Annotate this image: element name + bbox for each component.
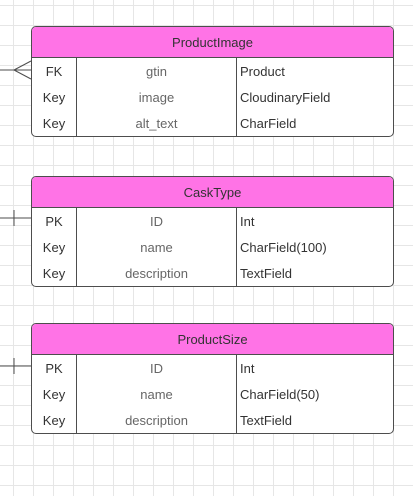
- entity-casktype[interactable]: CaskType PK Key Key ID name description …: [31, 176, 394, 287]
- key-cell: PK: [45, 360, 63, 376]
- crows-foot-connector: [0, 60, 32, 80]
- field-type-cell: Int: [240, 213, 255, 229]
- entity-title: CaskType: [32, 177, 393, 208]
- key-cell: Key: [42, 412, 66, 428]
- field-type-column: Int CharField(50) TextField: [237, 355, 393, 433]
- field-name-cell: description: [125, 265, 188, 281]
- key-column: FK Key Key: [32, 58, 77, 136]
- field-type-cell: CharField: [240, 115, 297, 131]
- field-type-cell: TextField: [240, 412, 293, 428]
- field-type-cell: Int: [240, 360, 255, 376]
- field-name-cell: name: [140, 239, 173, 255]
- entity-productsize[interactable]: ProductSize PK Key Key ID name descripti…: [31, 323, 394, 434]
- field-name-cell: name: [140, 386, 173, 402]
- field-name-cell: ID: [150, 360, 163, 376]
- entity-body: PK Key Key ID name description Int CharF…: [32, 355, 393, 433]
- key-cell: FK: [45, 63, 63, 79]
- key-cell: Key: [42, 115, 66, 131]
- key-cell: Key: [42, 386, 66, 402]
- entity-title: ProductImage: [32, 27, 393, 58]
- field-type-cell: CloudinaryField: [240, 89, 331, 105]
- field-name-cell: description: [125, 412, 188, 428]
- field-name-column: ID name description: [77, 208, 237, 286]
- one-connector-productsize: [0, 358, 31, 374]
- field-type-cell: Product: [240, 63, 285, 79]
- field-name-cell: alt_text: [135, 115, 178, 131]
- field-type-cell: CharField(50): [240, 386, 320, 402]
- field-name-cell: gtin: [146, 63, 167, 79]
- entity-body: FK Key Key gtin image alt_text Product C…: [32, 58, 393, 136]
- key-cell: PK: [45, 213, 63, 229]
- key-cell: Key: [42, 239, 66, 255]
- field-name-cell: image: [138, 89, 175, 105]
- field-name-column: gtin image alt_text: [77, 58, 237, 136]
- field-type-cell: TextField: [240, 265, 293, 281]
- field-type-column: Int CharField(100) TextField: [237, 208, 393, 286]
- key-column: PK Key Key: [32, 355, 77, 433]
- entity-title: ProductSize: [32, 324, 393, 355]
- entity-productimage[interactable]: ProductImage FK Key Key gtin image alt_t…: [31, 26, 394, 137]
- entity-body: PK Key Key ID name description Int CharF…: [32, 208, 393, 286]
- one-connector-casktype: [0, 210, 31, 226]
- field-name-cell: ID: [150, 213, 163, 229]
- field-type-cell: CharField(100): [240, 239, 327, 255]
- field-name-column: ID name description: [77, 355, 237, 433]
- key-cell: Key: [42, 265, 66, 281]
- field-type-column: Product CloudinaryField CharField: [237, 58, 393, 136]
- key-cell: Key: [42, 89, 66, 105]
- key-column: PK Key Key: [32, 208, 77, 286]
